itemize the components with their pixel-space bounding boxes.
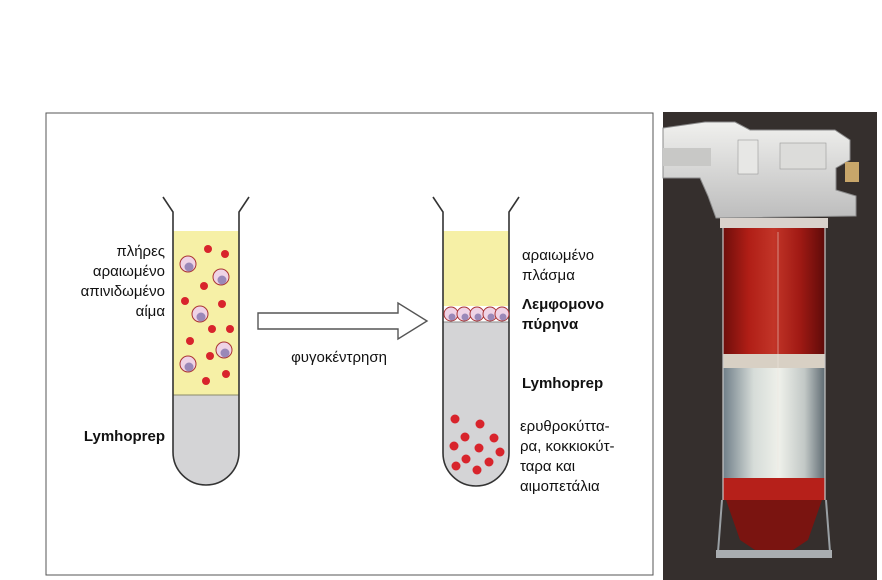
right-tube-gray-layer	[443, 322, 509, 486]
plasma-label-line-1: αραιωμένο	[522, 247, 594, 264]
left-tube-gray-layer	[173, 395, 239, 485]
pellet-label-line-2: ρα, κοκκιοκύτ-	[520, 438, 615, 455]
mononuclear-label-line-1: Λεμφομονο	[522, 296, 604, 313]
pellet-label-line-3: ταρα και	[520, 458, 575, 475]
process-label: φυγοκέντρηση	[291, 349, 387, 366]
photo-centrifuge-tube	[663, 112, 877, 580]
photo-tube-clear-layer	[723, 368, 825, 478]
pellet-label-line-4: αιμοπετάλια	[520, 478, 600, 495]
left-tube-label-line-4: αίμα	[136, 303, 166, 320]
photo-tube-red-layer	[723, 228, 825, 356]
plasma-label-line-2: πλάσμα	[522, 267, 575, 284]
mononuclear-band	[444, 307, 509, 321]
photo-tube-interface	[723, 354, 825, 368]
left-tube-label-line-2: αραιωμένο	[93, 263, 165, 280]
photo-tube-rim	[720, 218, 828, 228]
left-tube-bottom-label: Lymhoprep	[84, 428, 165, 445]
left-tube-label-line-1: πλήρες	[116, 243, 165, 260]
mononuclear-label-line-2: πύρηνα	[522, 316, 579, 333]
pellet-label-line-1: ερυθροκύττα-	[520, 418, 610, 435]
diagram-panel	[46, 113, 653, 575]
left-tube-label-line-3: απινιδωμένο	[81, 283, 165, 300]
photo-tube-base	[716, 550, 832, 558]
left-tube	[163, 197, 249, 485]
right-medium-label: Lymhoprep	[522, 375, 603, 392]
photo-tube-pellet-band	[723, 478, 825, 500]
right-tube-yellow-layer	[443, 231, 509, 306]
right-tube	[433, 197, 519, 486]
